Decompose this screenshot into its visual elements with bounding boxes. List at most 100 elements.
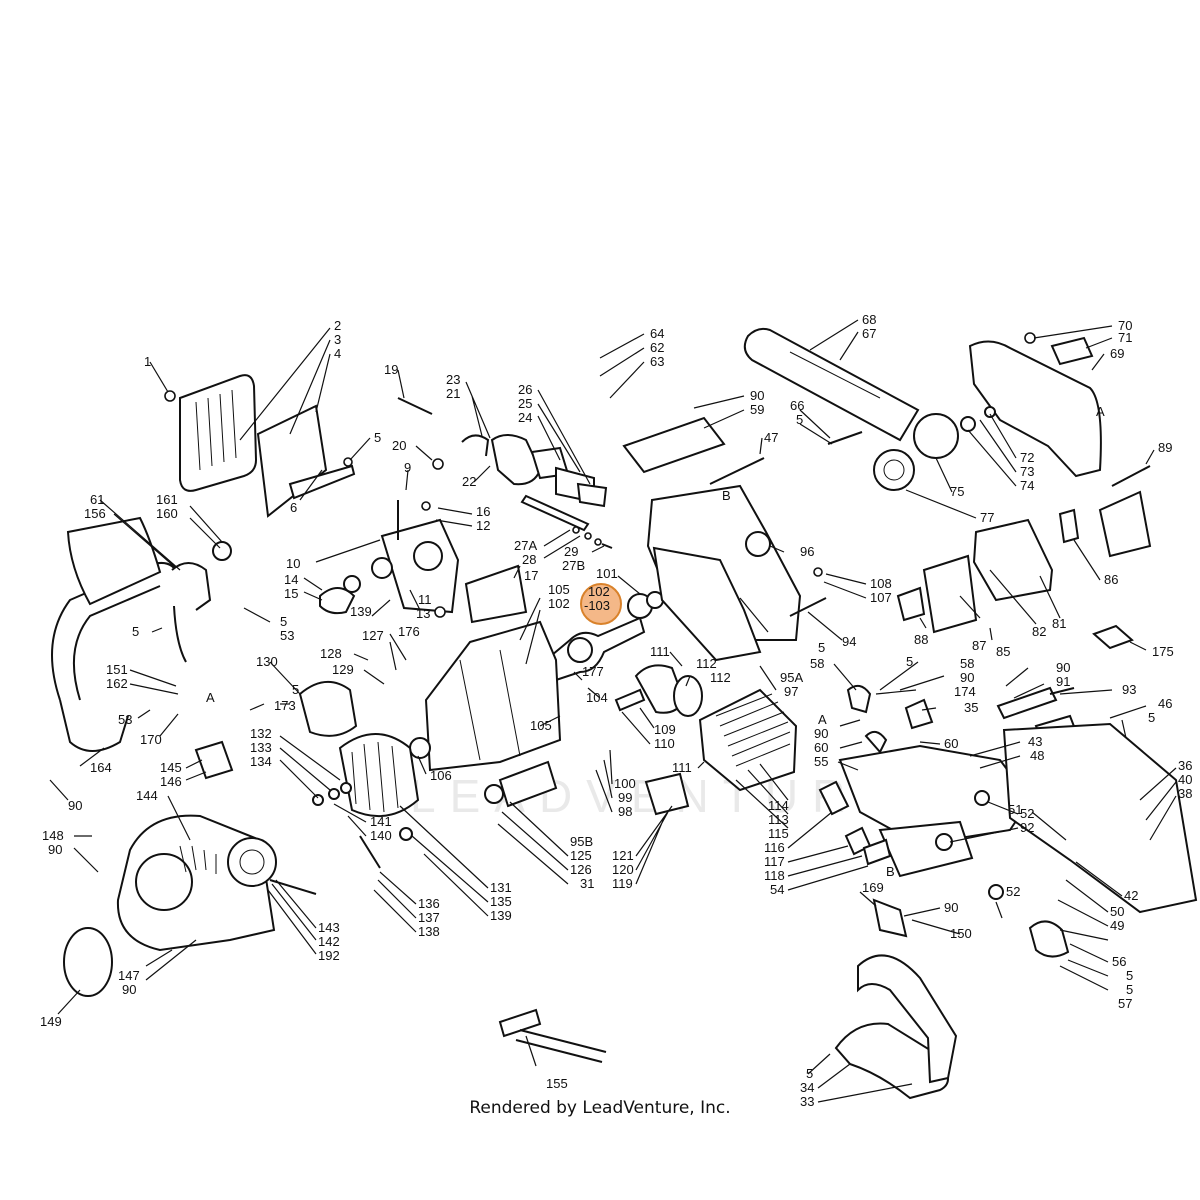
callout-90g: 90 [122,982,136,997]
callout-90c: 90 [960,670,974,685]
callout-23: 23 [446,372,460,387]
callout-63: 63 [650,354,664,369]
gasket-26 [576,482,608,508]
callout-111b: 111 [672,760,692,775]
part-60 [864,730,888,754]
leader-lines [49,319,1177,1103]
callout-82: 82 [1032,624,1046,639]
callout-90f: 90 [48,842,62,857]
guide-bar [743,327,920,442]
callout-100: 100 [614,776,636,791]
callout-91: 91 [1056,674,1070,689]
grip-57 [1028,920,1070,958]
callout-110: 110 [654,736,675,751]
plate-59 [622,416,726,474]
callout-15: 15 [284,586,298,601]
callout-132: 132 [250,726,272,741]
gasket-88 [896,586,926,622]
callout-59: 59 [750,402,764,417]
callout-116: 116 [764,840,785,855]
callout-170: 170 [140,732,162,747]
muffler-82 [922,554,978,634]
oring-13 [343,575,361,593]
callout-90e: 90 [814,726,828,741]
cap-14 [319,587,356,615]
callout-105: 105 [548,582,570,597]
callout-52: 52 [1020,806,1034,821]
callout-119: 119 [612,876,633,891]
callout-6: 6 [290,500,297,515]
cover-149 [63,927,113,997]
callout-64: 64 [650,326,664,341]
callout-5g: 5 [906,654,913,669]
callout-115: 115 [768,826,789,841]
callout-114: 114 [768,798,789,813]
callout-5i: 5 [1126,968,1133,983]
callout-177: 177 [582,664,604,679]
shaft-27 [520,494,590,532]
cylinder [698,688,798,792]
part-141 [312,794,324,806]
parts-drawing [51,327,1198,1100]
callout-38: 38 [1178,786,1192,801]
callout-58: 58 [810,656,824,671]
callout-143: 143 [318,920,340,935]
callout-70: 70 [1118,318,1132,333]
callout-9: 9 [404,460,411,475]
cover-130 [298,681,358,737]
callout-5e: 5 [292,682,299,697]
callout-71: 71 [1118,330,1132,345]
callout-2: 2 [334,318,341,333]
callout-90h: 90 [944,900,958,915]
callout-75: 75 [950,484,964,499]
pin-110 [614,688,646,712]
spring-21 [461,434,490,457]
callout-162: 162 [106,676,128,691]
ring-112 [673,675,703,717]
callout-137: 137 [418,910,440,925]
callout-20: 20 [392,438,406,453]
bracket-far-right [1098,490,1152,558]
callout-14: 14 [284,572,298,587]
crankcase [424,620,562,772]
callout-107: 107 [870,590,892,605]
filter-element [288,464,356,500]
callout-125: 125 [570,848,592,863]
callout-27a: 27A [514,538,537,553]
fuel-tank-17 [464,564,528,624]
callout-67: 67 [862,326,876,341]
callout-52b: 52 [1006,884,1020,899]
callout-139b: 139 [490,908,512,923]
clutch-77 [873,449,915,491]
callout-A-top: A [1096,404,1105,419]
callout-99: 99 [618,790,632,805]
callout-33: 33 [800,1094,814,1109]
callout-127: 127 [362,628,384,643]
callout-labels: 1 2 3 4 5 6 61 156 161 160 19 20 23 21 2… [40,312,1192,1109]
bracket-86 [1058,508,1080,544]
callout-175: 175 [1152,644,1174,659]
callout-4: 4 [334,346,341,361]
callout-102-highlight: 102 [588,584,610,599]
callout-95b: 95B [570,834,593,849]
callout-28: 28 [522,552,536,567]
filter-gasket [256,404,328,518]
callout-A-mid: A [818,712,827,727]
seal-125 [484,784,504,804]
callout-51: 51 [1008,802,1022,817]
rod-19 [397,397,433,415]
callout-161: 161 [156,492,178,507]
callout-62: 62 [650,340,664,355]
callout-5h: 5 [1148,710,1155,725]
callout-31: 31 [580,876,594,891]
callout-72: 72 [1020,450,1034,465]
callout-60: 60 [814,740,828,755]
air-filter-cover [164,374,258,492]
callout-53b: 53 [118,712,132,727]
callout-149: 149 [40,1014,62,1029]
callout-77: 77 [980,510,994,525]
cable-150 [872,898,908,938]
clutch-drum-75 [913,413,959,459]
callout-12: 12 [476,518,490,533]
